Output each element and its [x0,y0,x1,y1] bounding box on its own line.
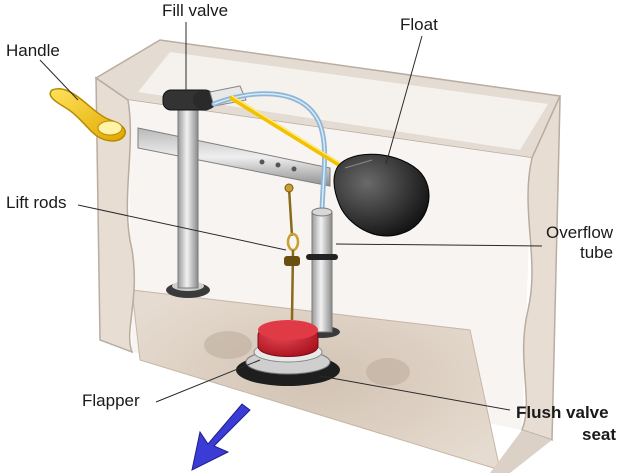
tank-front-lip [490,430,552,473]
label-flapper: Flapper [82,391,140,410]
handle-icon [49,88,126,142]
label-fill-valve: Fill valve [162,1,228,20]
label-flush-line1: Flush valve [516,403,609,422]
leader-float [385,35,423,165]
leader-lines [39,22,543,411]
float-arm [229,95,348,171]
fill-valve [162,85,247,298]
label-overflow-line2: tube [580,243,613,262]
flapper [257,320,319,357]
leader-handle [39,59,79,101]
lift-rods [284,183,300,321]
label-float: Float [400,15,438,34]
label-overflow-line1: Overflow [546,223,614,242]
arrow-down-left-icon [191,403,251,471]
label-flush-line2: seat [582,425,616,444]
label-lift-rods: Lift rods [6,193,66,212]
tank-left-wall [95,76,136,354]
leader-overflow [335,243,543,247]
label-handle: Handle [6,41,60,60]
leader-lift-rods [77,204,287,251]
float-ball [333,153,430,237]
floor-shadow-left [204,331,252,359]
overflow-tube [304,207,340,338]
tank-right-wall [521,95,561,442]
floor-shadow-right [366,358,410,386]
leader-flush [319,375,511,411]
leader-flapper [155,359,261,403]
